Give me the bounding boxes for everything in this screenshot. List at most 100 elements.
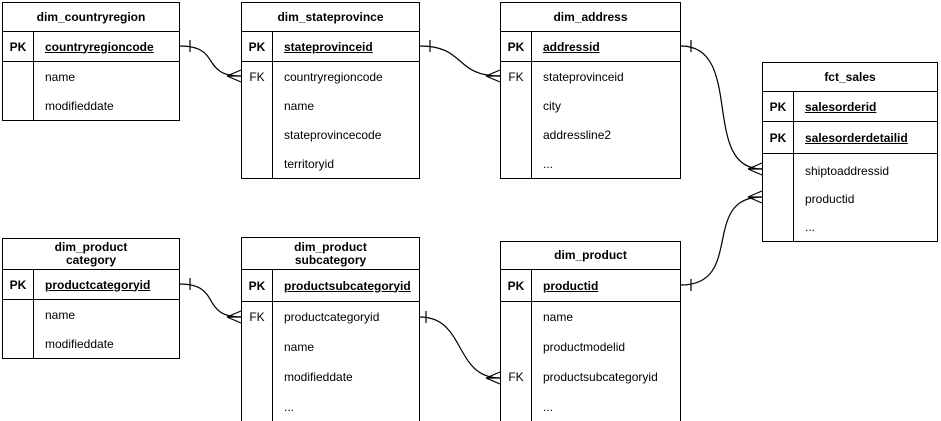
fk-label: FK — [508, 370, 524, 384]
field-name: territoryid — [284, 156, 335, 171]
field-name: city — [543, 98, 561, 113]
row-modifieddate: modifieddate — [242, 362, 419, 392]
row-modifieddate: modifieddate — [3, 91, 179, 120]
pk-label: PK — [9, 277, 27, 292]
table-dim_countryregion: dim_countryregion PK countryregioncode n… — [2, 2, 180, 121]
row-name: name — [242, 91, 419, 120]
edge-line — [680, 45, 763, 170]
table-dim_stateprovince: dim_stateprovince PK stateprovinceid FK … — [241, 2, 420, 179]
relationship-product-fctsales — [680, 190, 763, 291]
table-dim_address: dim_address PK addressid FK stateprovinc… — [500, 2, 681, 179]
field-name: ... — [284, 400, 295, 414]
field-name: productid — [543, 278, 599, 293]
row-ellipsis: ... — [763, 213, 937, 241]
relationship-productcategory-productsubcategory — [179, 278, 242, 324]
row-city: city — [501, 91, 680, 120]
field-name: addressid — [543, 39, 600, 54]
key-column-divider — [272, 31, 273, 178]
relationship-stateprovince-address — [419, 40, 501, 83]
pk-label: PK — [9, 39, 27, 54]
row-addressline2: addressline2 — [501, 120, 680, 149]
field-name: productcategoryid — [45, 277, 151, 292]
key-column-divider — [272, 269, 273, 421]
pk-label: PK — [769, 130, 787, 145]
table-title: dim_product — [501, 242, 680, 270]
relationship-address-fctsales — [680, 40, 763, 176]
table-title: dim_address — [501, 3, 680, 32]
pk-label: PK — [507, 39, 525, 54]
relationship-productsubcategory-product — [419, 311, 501, 385]
pk-label: PK — [769, 99, 787, 114]
row-salesorderdetailid: PK salesorderdetailid — [763, 122, 937, 154]
key-column-divider — [793, 91, 794, 241]
pk-label: PK — [507, 278, 525, 293]
field-name: modifieddate — [45, 98, 114, 113]
row-productmodelid: productmodelid — [501, 332, 680, 362]
field-name: name — [284, 98, 315, 113]
row-productcategoryid: PK productcategoryid — [3, 270, 179, 300]
field-name: modifieddate — [45, 336, 114, 351]
row-salesorderid: PK salesorderid — [763, 92, 937, 122]
field-name: stateprovinceid — [284, 39, 373, 54]
edge-line — [680, 196, 763, 286]
key-column-divider — [33, 31, 34, 120]
row-name: name — [501, 302, 680, 332]
field-name: name — [45, 307, 76, 322]
field-name: ... — [543, 400, 554, 414]
edge-line — [419, 45, 501, 77]
field-name: stateprovinceid — [543, 69, 624, 84]
row-name: name — [3, 300, 179, 329]
table-dim_productsubcategory: dim_product subcategory PK productsubcat… — [241, 237, 420, 421]
field-name: stateprovincecode — [284, 127, 382, 142]
field-name: productcategoryid — [284, 310, 380, 324]
row-shiptoaddressid: shiptoaddressid — [763, 157, 937, 185]
row-name: name — [3, 62, 179, 91]
field-name: shiptoaddressid — [805, 164, 890, 178]
row-modifieddate: modifieddate — [3, 329, 179, 358]
key-column-divider — [531, 269, 532, 421]
row-productid: productid — [763, 185, 937, 213]
row-stateprovincecode: stateprovincecode — [242, 120, 419, 149]
row-stateprovinceid: FK stateprovinceid — [501, 62, 680, 91]
field-name: productid — [805, 192, 855, 206]
table-title: dim_product category — [3, 239, 179, 270]
row-countryregioncode: FK countryregioncode — [242, 62, 419, 91]
table-title: fct_sales — [763, 63, 937, 92]
row-productsubcategoryid: FK productsubcategoryid — [501, 362, 680, 392]
pk-label: PK — [248, 278, 266, 293]
field-name: salesorderdetailid — [805, 130, 908, 145]
field-name: productsubcategoryid — [284, 278, 411, 293]
field-name: name — [543, 310, 574, 324]
relationship-countryregion-stateprovince — [179, 40, 242, 83]
row-territoryid: territoryid — [242, 149, 419, 178]
fk-label: FK — [249, 310, 265, 324]
field-name: productmodelid — [543, 340, 626, 354]
many-cardinality-icon — [747, 190, 763, 204]
field-name: countryregioncode — [284, 69, 383, 84]
fk-label: FK — [508, 69, 524, 84]
row-stateprovinceid: PK stateprovinceid — [242, 32, 419, 62]
field-name: addressline2 — [543, 127, 612, 142]
table-title: dim_stateprovince — [242, 3, 419, 32]
edge-line — [179, 45, 242, 77]
edge-line — [179, 283, 242, 318]
row-productid: PK productid — [501, 270, 680, 302]
table-dim_productcategory: dim_product category PK productcategoryi… — [2, 238, 180, 359]
many-cardinality-icon — [747, 162, 763, 176]
key-column-divider — [33, 269, 34, 358]
pk-label: PK — [248, 39, 266, 54]
edge-line — [419, 316, 501, 379]
many-cardinality-icon — [485, 69, 501, 83]
field-name: productsubcategoryid — [543, 370, 658, 384]
many-cardinality-icon — [226, 310, 242, 324]
field-name: countryregioncode — [45, 39, 154, 54]
key-column-divider — [531, 31, 532, 178]
field-name: salesorderid — [805, 99, 877, 114]
table-fct_sales: fct_sales PK salesorderid PK salesorderd… — [762, 62, 938, 242]
many-cardinality-icon — [226, 69, 242, 83]
many-cardinality-icon — [485, 371, 501, 385]
row-ellipsis: ... — [242, 392, 419, 421]
field-name: name — [45, 69, 76, 84]
table-dim_product: dim_product PK productid name productmod… — [500, 241, 681, 421]
